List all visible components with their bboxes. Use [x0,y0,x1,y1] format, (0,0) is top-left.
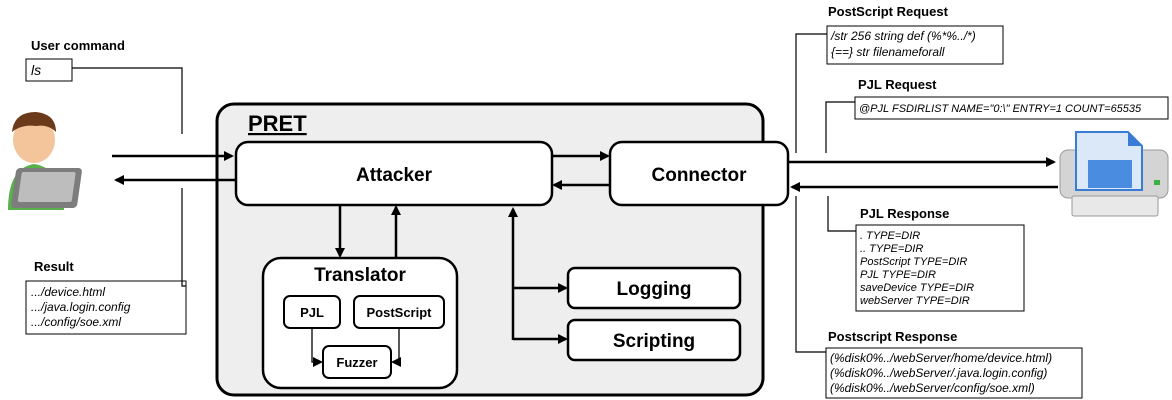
translator-label: Translator [314,265,406,286]
postscript-request-box [826,25,1004,65]
pjl-to-fuzzer-line [311,328,323,367]
pjl-response-line [827,196,856,232]
pret-title: PRET [248,111,307,136]
user-command-label: User command [31,38,125,53]
fuzzer-module-label: Fuzzer [336,355,377,370]
pjl-response-line-5: saveDevice TYPE=DIR [860,282,974,294]
postscript-module-label: PostScript [366,305,432,320]
pjl-response-line-3: PostScript TYPE=DIR [860,256,967,268]
connector-label: Connector [652,165,748,186]
user-command-connector-line [72,67,183,134]
postscript-request-line [795,33,827,153]
postscript-to-fuzzer-line [391,328,401,367]
postscript-request-label: PostScript Request [828,4,949,19]
postscript-response-line-2: (%disk0%../webServer/.java.login.config) [830,366,1047,380]
pjl-request-label: PJL Request [858,77,937,92]
postscript-response-line [795,196,826,353]
connector-box[interactable] [608,140,790,207]
result-line-3: .../config/soe.xml [31,315,121,329]
logging-box[interactable] [566,266,742,310]
pjl-request-box [854,96,1169,120]
pjl-request-line-1: @PJL FSDIRLIST NAME="0:\" ENTRY=1 COUNT=… [859,103,1142,115]
result-line-2: .../java.login.config [31,300,131,314]
scripting-label: Scripting [613,331,695,352]
postscript-request-line-2: {==} str filenameforall [831,45,945,59]
attacker-label: Attacker [356,165,433,186]
pjl-response-line-2: .. TYPE=DIR [860,243,923,255]
postscript-response-box [825,347,1083,399]
pjl-response-line-6: webServer TYPE=DIR [860,295,970,307]
result-box [25,280,187,335]
result-label: Result [34,259,74,274]
result-line-1: .../device.html [31,285,105,299]
pjl-module-label: PJL [300,305,324,320]
user-icon [8,112,82,210]
pjl-response-box [855,224,1025,312]
postscript-response-label: Postscript Response [828,329,957,344]
result-connector-line [181,188,186,287]
pjl-request-line [825,101,855,153]
pjl-response-line-4: PJL TYPE=DIR [860,269,936,281]
postscript-response-line-1: (%disk0%../webServer/home/device.html) [830,351,1052,365]
user-command-box[interactable] [25,58,73,82]
postscript-request-line-1: /str 256 string def (%*%../*) [830,29,976,43]
pjl-response-line-1: . TYPE=DIR [860,230,920,242]
postscript-response-line-3: (%disk0%../webServer/config/soe.xml) [830,381,1035,395]
scripting-box[interactable] [566,318,742,362]
logging-label: Logging [617,279,692,300]
user-command-value: ls [31,62,41,78]
printer-icon [1059,131,1169,217]
pjl-response-label: PJL Response [860,206,949,221]
